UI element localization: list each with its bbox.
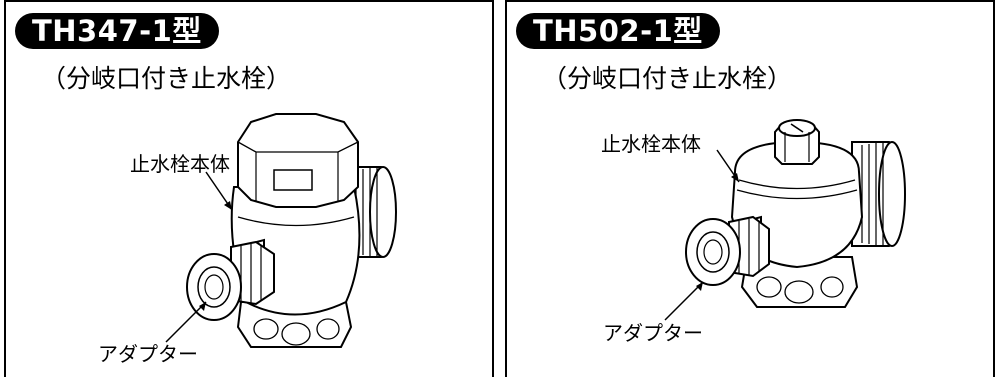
valve-illustration-th347 [165, 113, 397, 348]
label-adapter: アダプター [98, 342, 198, 366]
label-adapter: アダプター [603, 321, 703, 345]
panel-th347: TH347-1型 （分岐口付き止水栓） [4, 0, 494, 377]
label-valve-body: 止水栓本体 [601, 132, 701, 156]
panel-th502: TH502-1型 （分岐口付き止水栓） [505, 0, 995, 377]
model-badge: TH502-1型 [516, 13, 720, 49]
label-valve-body: 止水栓本体 [130, 152, 230, 176]
panel-subtitle: （分岐口付き止水栓） [41, 64, 292, 93]
panel-subtitle: （分岐口付き止水栓） [542, 64, 793, 93]
valve-illustration-th502 [664, 119, 906, 321]
model-badge: TH347-1型 [15, 13, 219, 49]
